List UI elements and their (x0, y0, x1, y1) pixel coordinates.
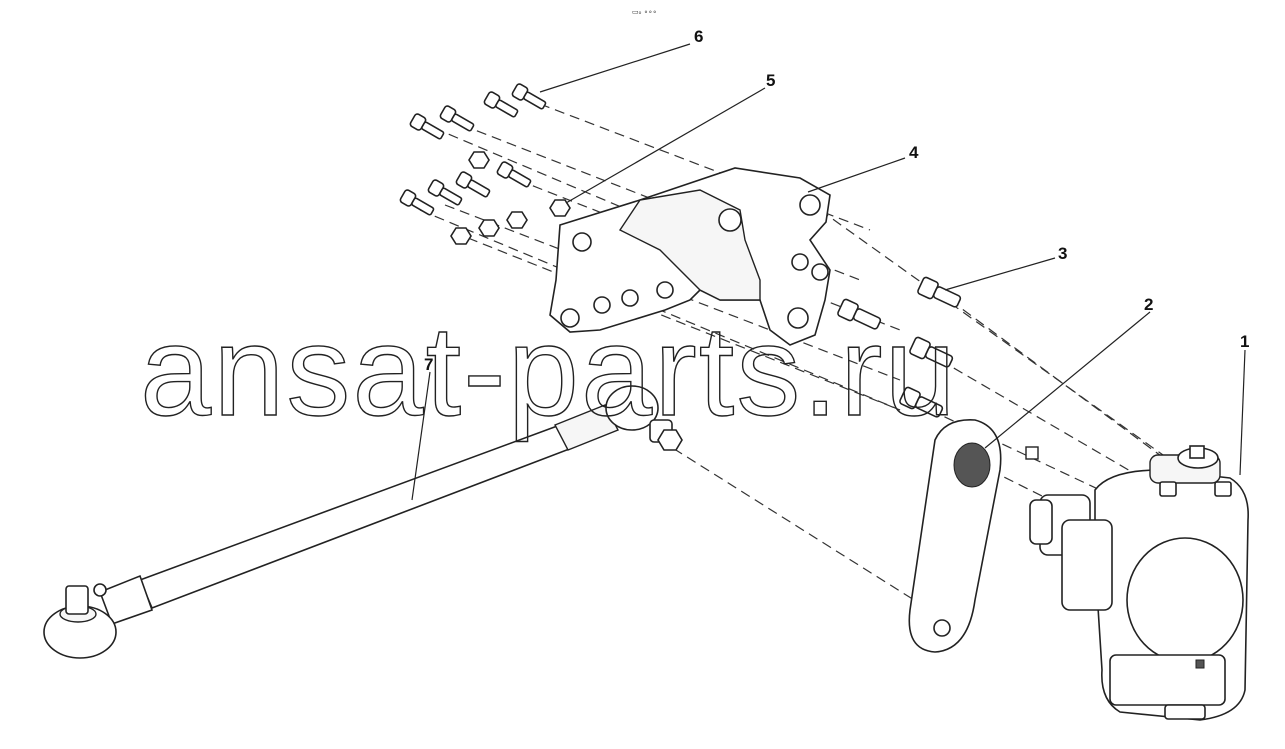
bolt (409, 113, 445, 140)
nut (468, 151, 490, 169)
bracket-bolts (837, 276, 962, 418)
watermark-text: ansat-parts.ru (140, 300, 958, 443)
bolt-group (399, 83, 547, 216)
nut (450, 227, 472, 245)
callout-6: 6 (694, 27, 703, 46)
steering-gear-box (1029, 445, 1249, 721)
bolt (917, 276, 962, 308)
small-square-marker (1025, 446, 1039, 460)
bolt (483, 91, 519, 118)
bolt (511, 83, 547, 110)
callout-2: 2 (1144, 295, 1153, 314)
callout-labels: 1 2 3 4 5 6 7 (424, 27, 1249, 374)
nut (549, 199, 571, 217)
bolt (899, 386, 944, 418)
callout-1: 1 (1240, 332, 1249, 351)
leader-lines (411, 43, 1246, 501)
bolt (439, 105, 475, 132)
bolt (399, 189, 435, 216)
tie-rod (43, 385, 683, 659)
callout-3: 3 (1058, 244, 1067, 263)
bolt (496, 161, 532, 188)
bolt (427, 179, 463, 206)
nut (506, 211, 528, 229)
mounting-bracket (549, 167, 831, 346)
nut-group (450, 151, 571, 245)
bolt (455, 171, 491, 198)
callout-4: 4 (909, 143, 919, 162)
top-mark-text: ▭ₒ ∘∘∘ (632, 8, 657, 16)
nut (478, 219, 500, 237)
callout-7: 7 (424, 355, 433, 374)
pitman-arm (908, 419, 1002, 653)
bolt (837, 298, 882, 330)
bolt (909, 336, 954, 368)
callout-5: 5 (766, 71, 775, 90)
